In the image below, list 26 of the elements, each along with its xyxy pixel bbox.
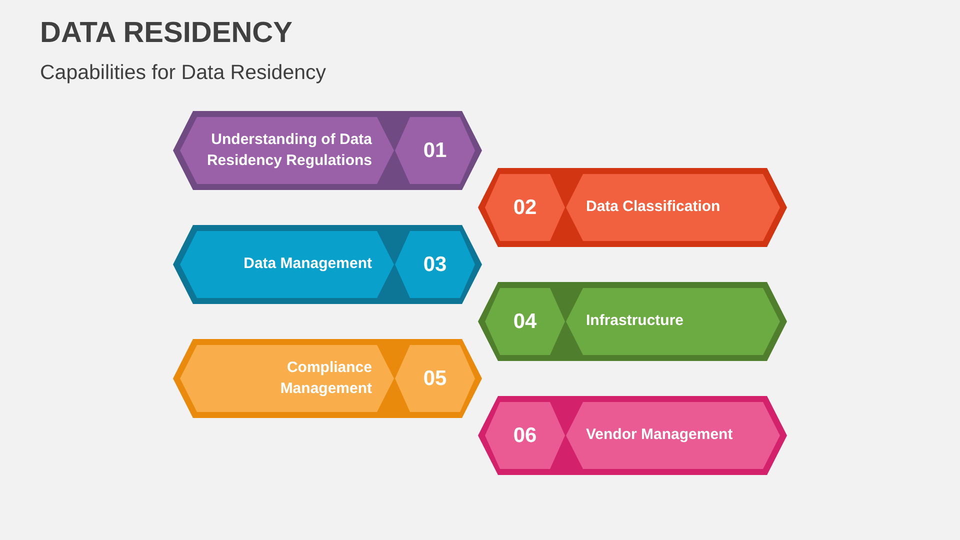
hexagon-frame: [478, 396, 787, 475]
capability-text: Compliance Management: [279, 358, 372, 398]
number-hexagon: [485, 174, 565, 241]
number-hexagon: [395, 117, 475, 184]
capability-text: Understanding of Data Residency Regulations: [206, 130, 372, 170]
step-number: 06: [513, 425, 537, 446]
capability-text: Data Management: [244, 254, 372, 274]
hexagon-frame: [173, 339, 482, 418]
capability-text: Data Classification: [586, 197, 720, 218]
step-number: 01: [423, 140, 447, 161]
step-number: 03: [423, 254, 447, 275]
number-hexagon: [485, 402, 565, 469]
step-number: 04: [513, 311, 537, 332]
title: DATA RESIDENCY: [40, 16, 292, 51]
hexagon-frame: [478, 168, 787, 247]
subtitle: Capabilities for Data Residency: [40, 60, 326, 86]
number-hexagon: [485, 288, 565, 355]
hexagon-frame: [478, 282, 787, 361]
number-hexagon: [395, 231, 475, 298]
hexagon-frame: [173, 225, 482, 304]
capability-text: Vendor Management: [586, 425, 733, 446]
hexagon-frame: [173, 111, 482, 190]
step-number: 05: [423, 368, 447, 389]
step-number: 02: [513, 197, 537, 218]
number-hexagon: [395, 345, 475, 412]
capability-text: Infrastructure: [586, 311, 684, 332]
